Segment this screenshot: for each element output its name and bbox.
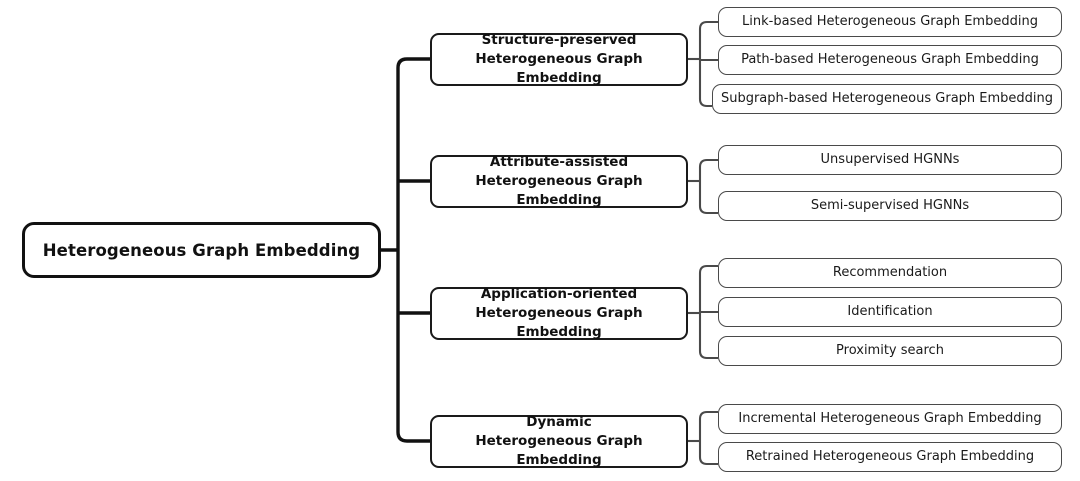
node-category-dynamic[interactable]: Dynamic Heterogeneous Graph Embedding [430,413,688,470]
node-category-application-oriented[interactable]: Application-oriented Heterogeneous Graph… [430,285,688,342]
node-category-line2: Heterogeneous Graph Embedding [475,172,643,209]
node-leaf-subgraph-based[interactable]: Subgraph-based Heterogeneous Graph Embed… [712,84,1062,114]
node-leaf-recommendation[interactable]: Recommendation [718,258,1062,288]
node-category-line2: Heterogeneous Graph Embedding [475,50,643,87]
node-leaf-proximity-search[interactable]: Proximity search [718,336,1062,366]
node-leaf-label: Path-based Heterogeneous Graph Embedding [741,51,1039,67]
node-category-line1: Application-oriented [480,285,638,302]
node-leaf-label: Proximity search [836,342,944,358]
node-leaf-label: Link-based Heterogeneous Graph Embedding [742,13,1038,29]
node-category-text: Dynamic Heterogeneous Graph Embedding [432,413,686,470]
node-category-text: Application-oriented Heterogeneous Graph… [432,285,686,342]
node-category-line2: Heterogeneous Graph Embedding [475,432,643,469]
node-leaf-label: Unsupervised HGNNs [820,151,960,167]
node-category-line1: Structure-preserved [481,31,637,48]
node-leaf-semi-supervised-hgnns[interactable]: Semi-supervised HGNNs [718,191,1062,221]
node-category-line2: Heterogeneous Graph Embedding [475,304,643,341]
node-leaf-label: Identification [847,303,933,319]
node-category-attribute-assisted[interactable]: Attribute-assisted Heterogeneous Graph E… [430,153,688,210]
node-leaf-label: Recommendation [832,264,948,280]
node-leaf-incremental[interactable]: Incremental Heterogeneous Graph Embeddin… [718,404,1062,434]
node-leaf-identification[interactable]: Identification [718,297,1062,327]
node-category-text: Structure-preserved Heterogeneous Graph … [432,31,686,88]
node-leaf-label: Retrained Heterogeneous Graph Embedding [745,448,1035,464]
node-leaf-label: Incremental Heterogeneous Graph Embeddin… [738,410,1042,426]
node-leaf-label: Semi-supervised HGNNs [810,197,970,213]
node-category-text: Attribute-assisted Heterogeneous Graph E… [432,153,686,210]
node-category-line1: Attribute-assisted [489,153,629,170]
node-root-label: Heterogeneous Graph Embedding [42,240,361,260]
node-leaf-retrained[interactable]: Retrained Heterogeneous Graph Embedding [718,442,1062,472]
node-leaf-path-based[interactable]: Path-based Heterogeneous Graph Embedding [718,45,1062,75]
node-category-structure-preserved[interactable]: Structure-preserved Heterogeneous Graph … [430,31,688,88]
node-leaf-unsupervised-hgnns[interactable]: Unsupervised HGNNs [718,145,1062,175]
node-leaf-label: Subgraph-based Heterogeneous Graph Embed… [720,90,1054,106]
node-leaf-link-based[interactable]: Link-based Heterogeneous Graph Embedding [718,7,1062,37]
node-category-line1: Dynamic [526,413,592,430]
node-root[interactable]: Heterogeneous Graph Embedding [22,222,381,278]
